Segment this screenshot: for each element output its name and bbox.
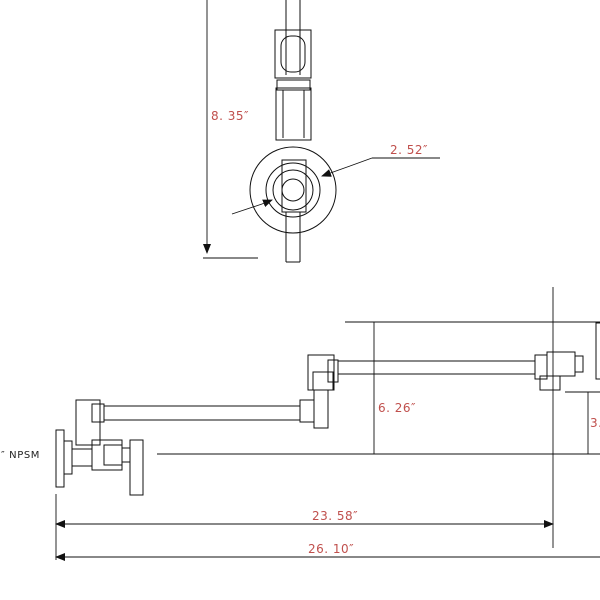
shutoff-valve <box>75 399 144 496</box>
side-view: 6. 26″ 3. 23. 58″ 26. 10″ ″ NPSM <box>1 287 600 561</box>
lower-stem <box>281 159 307 263</box>
wall-rosette <box>249 146 337 234</box>
spout-head <box>534 322 600 391</box>
upper-arm <box>338 360 535 375</box>
wall-plate <box>55 429 92 488</box>
reach-height-dimension: 6. 26″ <box>345 321 600 454</box>
upper-joint <box>274 29 312 141</box>
vertical-arm <box>285 0 301 75</box>
overall-dimension: 26. 10″ <box>55 542 600 561</box>
reach-height-label: 6. 26″ <box>378 401 416 415</box>
diameter-label: 2. 52″ <box>390 143 428 157</box>
lower-arm <box>104 405 300 421</box>
reach-dimension: 23. 58″ <box>55 494 554 560</box>
dimension-arrow-icon <box>321 165 351 177</box>
inlet-thread-label: ″ NPSM <box>1 450 40 461</box>
spout-drop-dimension: 3. <box>565 391 600 454</box>
height-label: 8. 35″ <box>211 109 249 123</box>
spout-drop-label: 3. <box>590 416 600 430</box>
overall-label: 26. 10″ <box>308 542 354 556</box>
reach-label: 23. 58″ <box>312 509 358 523</box>
front-view: 8. 35″ 2. 52″ <box>203 0 440 263</box>
height-dimension: 8. 35″ <box>203 0 258 259</box>
diameter-dimension: 2. 52″ <box>231 143 440 215</box>
middle-elbow <box>299 354 339 429</box>
